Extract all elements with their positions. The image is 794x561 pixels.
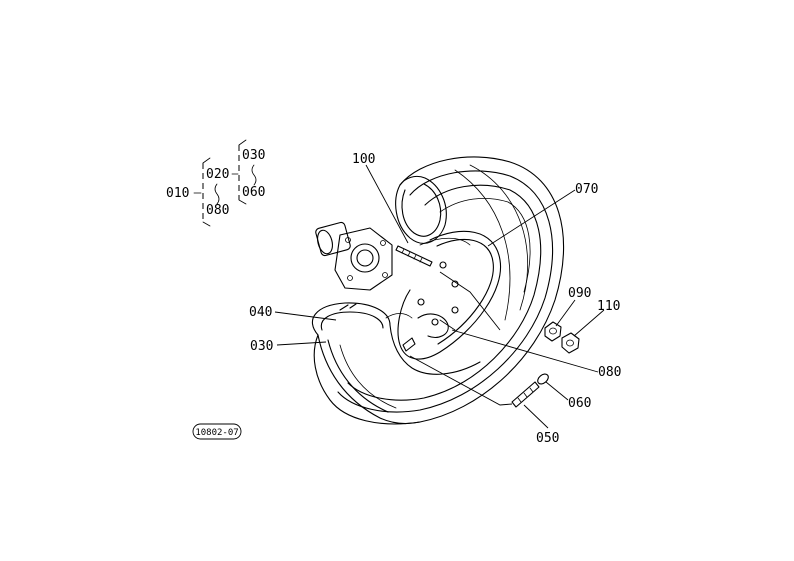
callout-030: 030	[250, 339, 273, 354]
leader-lines	[274, 164, 605, 429]
callout-labels: 100 070 090 110 040 030 080 060 050	[249, 152, 621, 446]
callout-110: 110	[597, 299, 620, 314]
callout-050: 050	[536, 431, 559, 446]
callout-070: 070	[575, 182, 598, 197]
rim-disc	[397, 230, 502, 360]
tree-level2-bottom-label: 060	[242, 185, 265, 200]
tree-root-label: 010	[166, 186, 189, 201]
nut-090	[544, 321, 562, 342]
callout-080: 080	[598, 365, 621, 380]
drawing-code-text: 10802-07	[195, 428, 238, 438]
bolt-hole	[439, 261, 447, 269]
tree-level1-top-label: 020	[206, 167, 229, 182]
stud-100	[395, 245, 433, 267]
tire-outer	[313, 156, 565, 425]
tree-tilde-1	[214, 183, 220, 205]
hierarchy-tree: 010 020 080 030 060	[166, 139, 265, 227]
callout-040: 040	[249, 305, 272, 320]
tree-tilde-2	[251, 164, 257, 186]
callout-090: 090	[568, 286, 591, 301]
tree-level2-top-label: 030	[242, 148, 265, 163]
hub-flange	[315, 221, 393, 291]
tire-front-half	[312, 302, 481, 425]
callout-060: 060	[568, 396, 591, 411]
bolt-hole	[431, 318, 439, 326]
bolt-110	[561, 332, 580, 354]
drawing-code-badge: 10802-07	[192, 423, 242, 440]
bolt-hole	[417, 298, 425, 306]
bolt-hole	[451, 306, 459, 314]
tree-level1-bottom-label: 080	[206, 203, 229, 218]
fasteners	[544, 321, 580, 354]
callout-100: 100	[352, 152, 375, 167]
valve-assembly	[511, 373, 549, 408]
